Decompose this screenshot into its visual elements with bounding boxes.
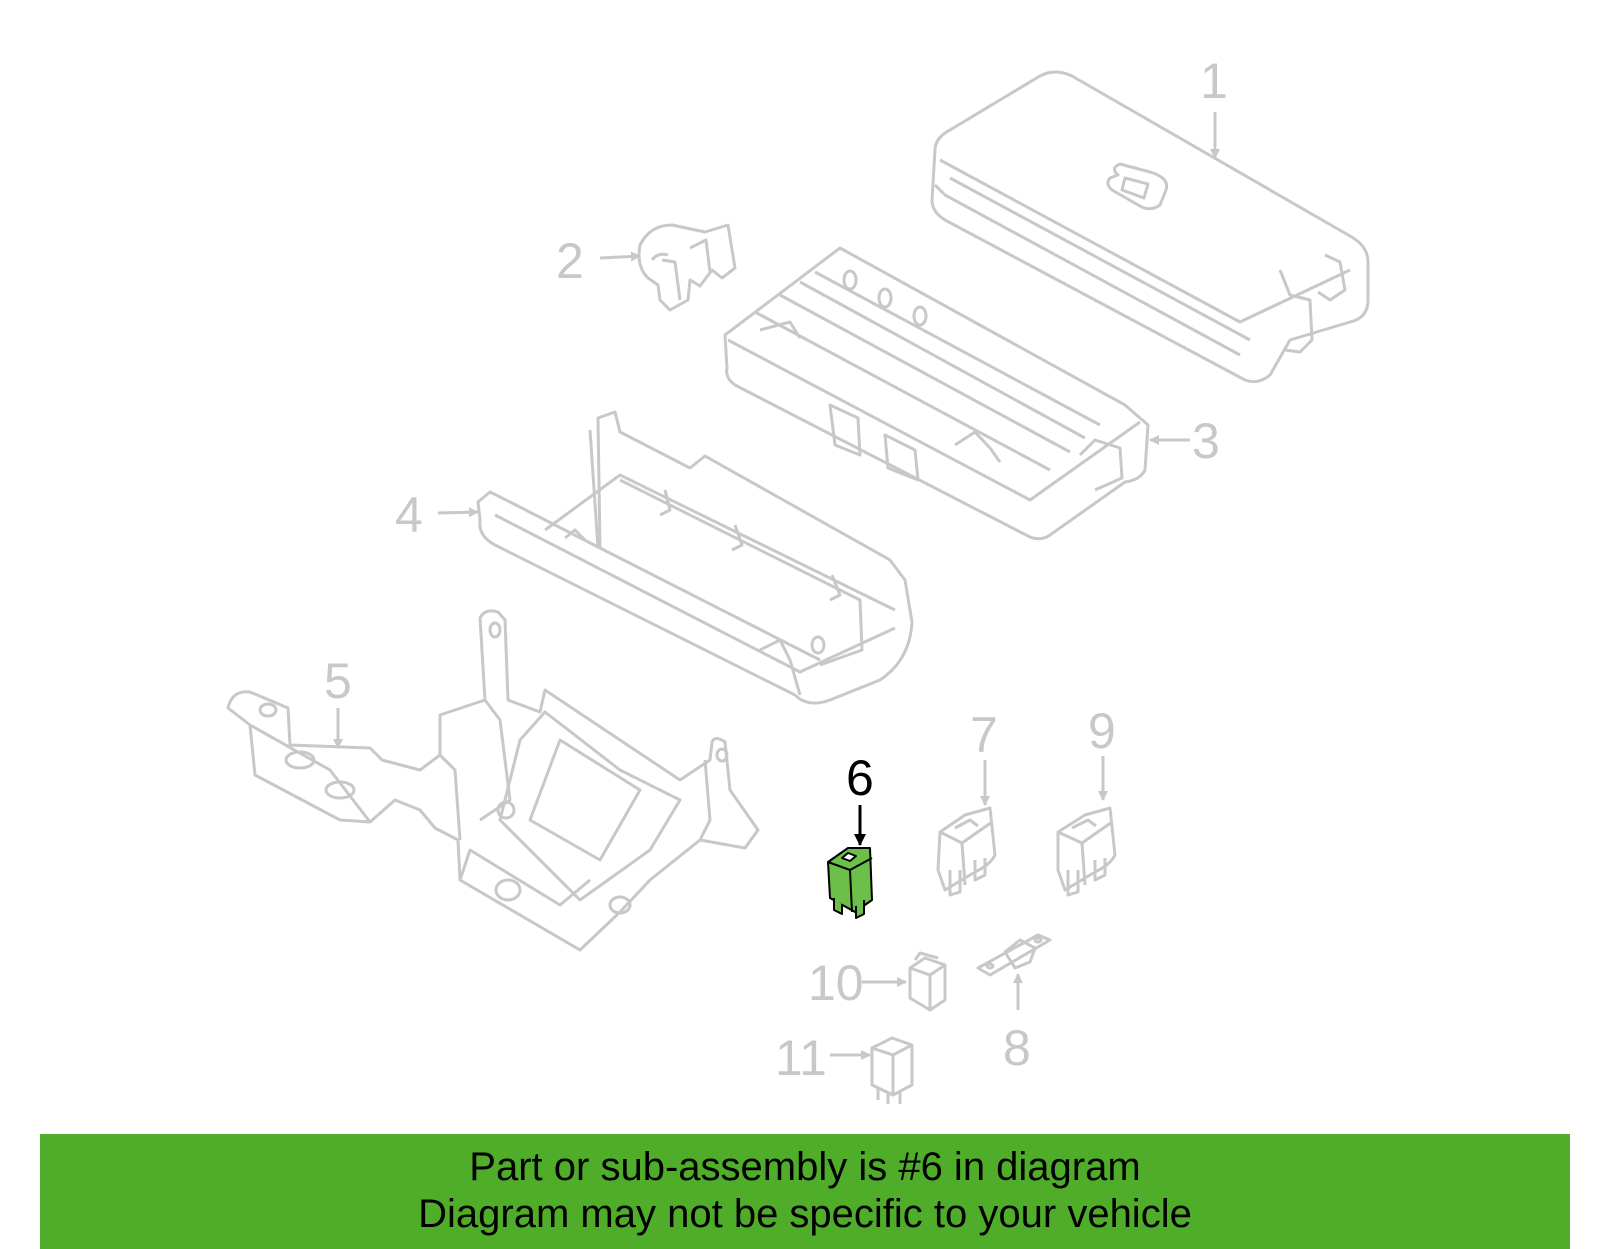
callout-numbers: 1 2 3 4 5 7 9 8 10 11 xyxy=(324,53,1228,1086)
part-6-fuse-highlight xyxy=(828,848,872,918)
callout-7: 7 xyxy=(970,707,998,763)
callout-5: 5 xyxy=(324,653,352,709)
part-5-bracket xyxy=(228,611,758,950)
part-3-box xyxy=(725,248,1148,539)
banner-line-2: Diagram may not be specific to your vehi… xyxy=(418,1192,1192,1236)
callout-10: 10 xyxy=(808,955,864,1011)
banner-line-1: Part or sub-assembly is #6 in diagram xyxy=(469,1145,1141,1189)
part-11-relay xyxy=(872,1038,912,1104)
part-7-fuse xyxy=(938,808,995,895)
parts-diagram: 1 2 3 4 5 7 9 8 10 11 6 xyxy=(0,53,1600,1120)
callout-11: 11 xyxy=(775,1030,827,1086)
callout-1: 1 xyxy=(1200,53,1228,109)
part-2-clip xyxy=(639,225,735,310)
part-10-relay xyxy=(910,953,945,1010)
callout-2: 2 xyxy=(556,233,584,289)
callout-9: 9 xyxy=(1088,703,1116,759)
callout-4: 4 xyxy=(395,487,423,543)
callout-arrows xyxy=(333,112,1220,1060)
part-1-cover xyxy=(932,72,1368,382)
callout-3: 3 xyxy=(1192,413,1220,469)
part-4-tray xyxy=(478,412,912,703)
arrow-4 xyxy=(437,507,479,518)
arrow-2 xyxy=(599,251,641,262)
part-8-strip-fuse xyxy=(978,935,1050,975)
callout-8: 8 xyxy=(1003,1020,1031,1076)
info-banner: Part or sub-assembly is #6 in diagram Di… xyxy=(40,1134,1570,1249)
part-9-fuse xyxy=(1058,808,1115,895)
callout-6: 6 xyxy=(846,750,874,806)
